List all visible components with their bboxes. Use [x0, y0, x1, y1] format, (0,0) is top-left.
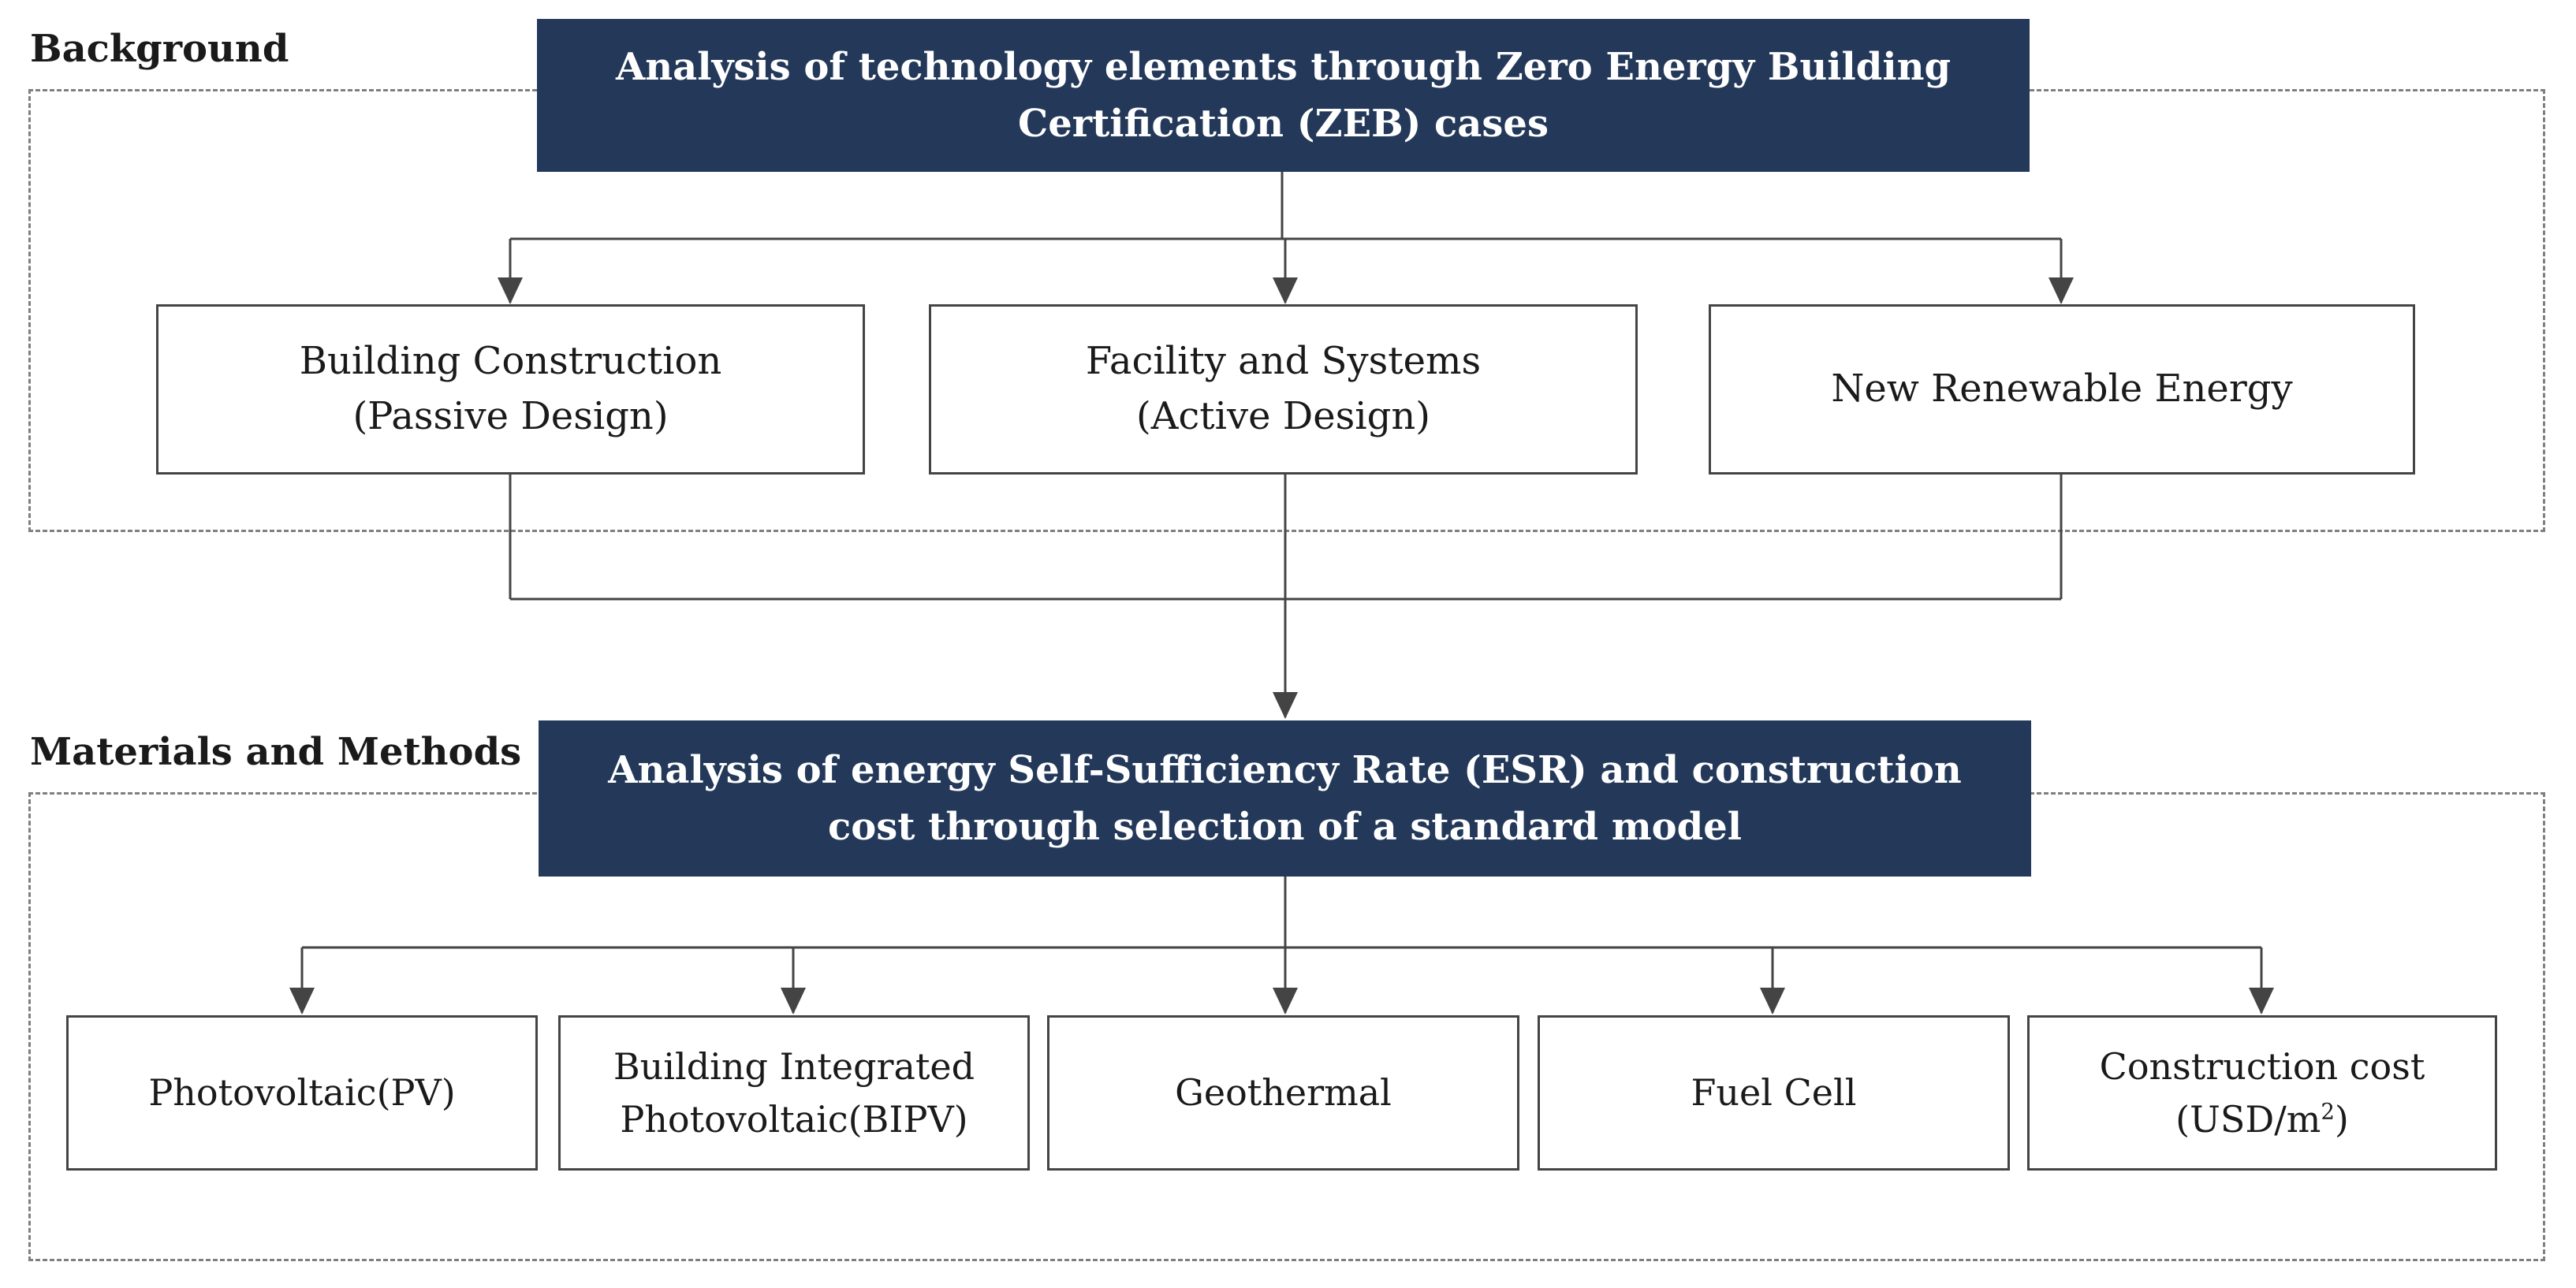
background-header-line1: Analysis of technology elements through … [615, 45, 1952, 89]
building-construction-box: Building Construction (Passive Design) [156, 304, 865, 475]
arrowhead [498, 277, 523, 304]
background-header-line2: Certification (ZEB) cases [1018, 102, 1549, 146]
materials-methods-section-label: Materials and Methods [30, 730, 522, 774]
construction-cost-unit: (USD/m2) [2175, 1093, 2349, 1146]
arrowhead [1273, 988, 1298, 1014]
arrowhead [781, 988, 806, 1014]
arrowhead [1273, 692, 1298, 719]
fuel-cell-box: Fuel Cell [1538, 1015, 2010, 1171]
bipv-label-line2: Photovoltaic(BIPV) [620, 1097, 968, 1141]
construction-cost-label: Construction cost [2099, 1044, 2425, 1088]
facility-systems-box: Facility and Systems (Active Design) [929, 304, 1638, 475]
building-construction-label: Building Construction [299, 339, 722, 384]
unit-exponent: 2 [2321, 1098, 2335, 1125]
bipv-label-line1: Building Integrated [613, 1044, 975, 1088]
construction-cost-box: Construction cost (USD/m2) [2027, 1015, 2497, 1171]
new-renewable-energy-label: New Renewable Energy [1831, 367, 2293, 411]
photovoltaic-label: Photovoltaic(PV) [148, 1071, 456, 1115]
photovoltaic-box: Photovoltaic(PV) [66, 1015, 538, 1171]
passive-design-label: (Passive Design) [352, 394, 669, 438]
arrowhead [2048, 277, 2074, 304]
arrowhead [1760, 988, 1785, 1014]
arrowhead [289, 988, 315, 1014]
new-renewable-energy-box: New Renewable Energy [1709, 304, 2415, 475]
fuel-cell-label: Fuel Cell [1691, 1071, 1857, 1115]
geothermal-box: Geothermal [1047, 1015, 1519, 1171]
bipv-box: Building Integrated Photovoltaic(BIPV) [558, 1015, 1030, 1171]
methods-header-line1: Analysis of energy Self-Sufficiency Rate… [608, 748, 1962, 792]
methods-header-box: Analysis of energy Self-Sufficiency Rate… [539, 720, 2031, 877]
facility-systems-label: Facility and Systems [1085, 339, 1482, 384]
unit-prefix: (USD/m [2175, 1097, 2321, 1141]
arrowhead [2249, 988, 2274, 1014]
unit-suffix: ) [2334, 1097, 2349, 1141]
active-design-label: (Active Design) [1136, 394, 1430, 438]
methods-header-line2: cost through selection of a standard mod… [828, 805, 1742, 849]
background-header-box: Analysis of technology elements through … [537, 19, 2030, 172]
geothermal-label: Geothermal [1175, 1071, 1392, 1115]
background-section-label: Background [30, 27, 289, 71]
arrowhead [1273, 277, 1298, 304]
